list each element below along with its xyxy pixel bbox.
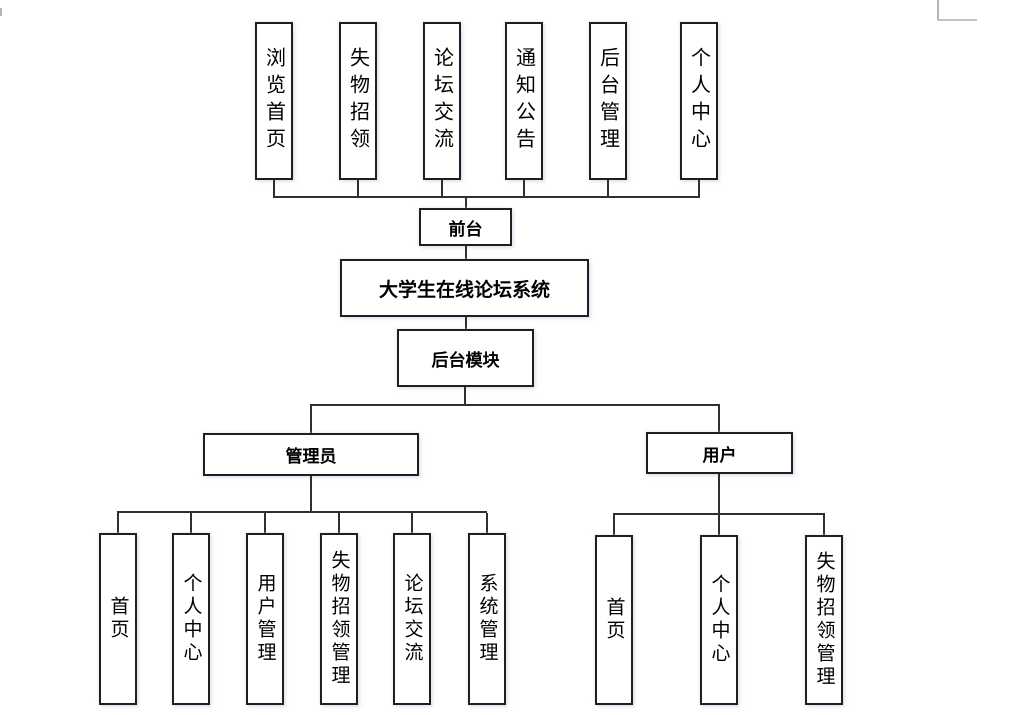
node-forum-exchange-label: 论坛交流 xyxy=(430,47,453,155)
connector-stub xyxy=(607,180,609,197)
node-system-title-label: 大学生在线论坛系统 xyxy=(378,279,550,301)
node-notice-announce: 通知公告 xyxy=(505,22,543,180)
node-frontend: 前台 xyxy=(419,208,512,246)
node-admin-system-manage-label: 系统管理 xyxy=(476,573,498,665)
node-admin-system-manage: 系统管理 xyxy=(468,533,506,705)
node-personal-center: 个人中心 xyxy=(680,22,718,180)
connector-system-backend xyxy=(465,317,467,329)
connector-stub xyxy=(523,180,525,197)
node-admin-user-manage-label: 用户管理 xyxy=(254,573,276,665)
node-backend-manage: 后台管理 xyxy=(589,22,627,180)
node-lost-found-label: 失物招领 xyxy=(346,47,369,155)
node-browse-home-label: 浏览首页 xyxy=(262,47,285,155)
connector-stub xyxy=(273,180,275,197)
connector-feed-frontend xyxy=(465,197,467,208)
connector-stub xyxy=(411,513,413,533)
connector-admin-bus xyxy=(310,476,312,511)
node-system-title: 大学生在线论坛系统 xyxy=(340,259,589,317)
node-admin-forum-exchange-label: 论坛交流 xyxy=(401,573,423,665)
page-edge-mark-topright-horizontal xyxy=(937,19,977,21)
node-backend-manage-label: 后台管理 xyxy=(596,47,619,155)
node-admin-forum-exchange: 论坛交流 xyxy=(393,533,431,705)
node-user: 用户 xyxy=(646,432,793,474)
node-admin-personal-center-label: 个人中心 xyxy=(180,573,202,665)
node-user-lost-found-manage-label: 失物招领管理 xyxy=(813,551,835,689)
connector-stub xyxy=(486,513,488,533)
connector-feed-user xyxy=(718,405,720,432)
connector-stub xyxy=(441,180,443,197)
node-frontend-label: 前台 xyxy=(448,219,483,239)
connector-bus-top xyxy=(273,196,700,198)
node-user-personal-center-label: 个人中心 xyxy=(708,574,730,666)
connector-bus-admin xyxy=(117,511,487,513)
node-user-home: 首页 xyxy=(595,535,633,705)
connector-stub xyxy=(357,180,359,197)
node-admin-home: 首页 xyxy=(99,533,137,705)
node-backend-module-label: 后台模块 xyxy=(431,350,500,370)
connector-feed-midbus xyxy=(464,387,466,405)
node-admin-home-label: 首页 xyxy=(107,596,129,642)
node-administrator-label: 管理员 xyxy=(285,447,337,466)
connector-bus-mid xyxy=(310,404,720,406)
node-user-label: 用户 xyxy=(702,445,737,465)
page-edge-mark-left xyxy=(0,8,2,16)
connector-user-bus xyxy=(718,474,720,513)
node-user-personal-center: 个人中心 xyxy=(700,535,738,705)
connector-stub xyxy=(823,515,825,535)
connector-stub xyxy=(718,515,720,535)
node-personal-center-label: 个人中心 xyxy=(687,47,710,155)
connector-feed-admin xyxy=(310,405,312,433)
page-edge-mark-topright-vertical xyxy=(937,0,939,19)
connector-stub xyxy=(117,513,119,533)
connector-frontend-system xyxy=(465,246,467,259)
node-admin-user-manage: 用户管理 xyxy=(246,533,284,705)
node-forum-exchange: 论坛交流 xyxy=(423,22,461,180)
node-administrator: 管理员 xyxy=(203,433,419,476)
node-admin-lost-found-manage: 失物招领管理 xyxy=(320,533,358,705)
connector-stub xyxy=(698,180,700,197)
node-backend-module: 后台模块 xyxy=(397,329,534,387)
node-user-home-label: 首页 xyxy=(603,597,625,643)
connector-stub xyxy=(338,513,340,533)
connector-stub xyxy=(613,515,615,535)
node-notice-announce-label: 通知公告 xyxy=(512,47,535,155)
node-user-lost-found-manage: 失物招领管理 xyxy=(805,535,843,705)
node-browse-home: 浏览首页 xyxy=(255,22,293,180)
connector-stub xyxy=(264,513,266,533)
node-lost-found: 失物招领 xyxy=(339,22,377,180)
node-admin-lost-found-manage-label: 失物招领管理 xyxy=(328,550,350,688)
connector-stub xyxy=(190,513,192,533)
connector-bus-user xyxy=(613,513,825,515)
node-admin-personal-center: 个人中心 xyxy=(172,533,210,705)
